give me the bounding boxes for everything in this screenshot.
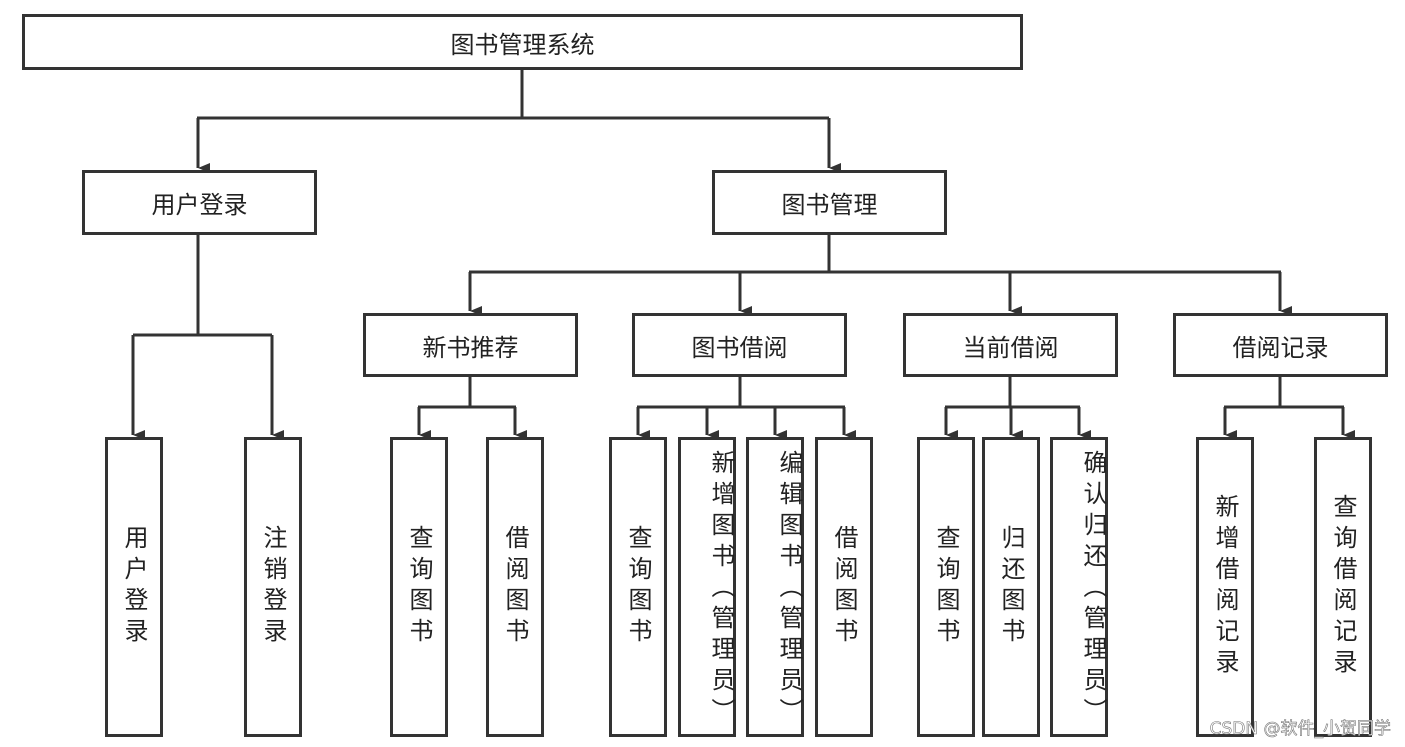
leaf-node-label: 查询借阅记录 (1329, 494, 1357, 680)
leaf-node-label: 查询图书 (405, 525, 433, 649)
leaf-node-label: 归还图书 (997, 525, 1025, 649)
leaf-node: 确认归还（管理员） (1050, 437, 1108, 737)
leaf-node: 新增借阅记录 (1196, 437, 1254, 737)
leaf-node-label: 新增图书（管理员） (707, 449, 735, 729)
level2-node: 新书推荐 (363, 313, 578, 377)
level2-node: 图书借阅 (632, 313, 847, 377)
level2-node-label: 当前借阅 (962, 333, 1059, 362)
leaf-node: 查询借阅记录 (1314, 437, 1372, 737)
leaf-node-label: 确认归还（管理员） (1079, 449, 1107, 729)
level1-node-user-login-label: 用户登录 (151, 191, 248, 219)
level2-node-label: 图书借阅 (691, 333, 788, 362)
leaf-node: 借阅图书 (486, 437, 544, 737)
leaf-node: 新增图书（管理员） (678, 437, 736, 737)
leaf-node-label: 查询图书 (932, 525, 960, 649)
leaf-node: 编辑图书（管理员） (746, 437, 804, 737)
leaf-node: 借阅图书 (815, 437, 873, 737)
leaf-node: 注销登录 (244, 437, 302, 737)
level2-node-label: 新书推荐 (422, 333, 519, 362)
watermark: CSDN @软件_小贺同学 (1209, 719, 1391, 740)
root-node-box: 图书管理系统 (22, 14, 1023, 70)
leaf-node: 查询图书 (917, 437, 975, 737)
level2-node-label: 借阅记录 (1232, 333, 1329, 362)
leaf-node: 查询图书 (390, 437, 448, 737)
leaf-node-label: 借阅图书 (830, 525, 858, 649)
leaf-node-label: 注销登录 (259, 525, 287, 649)
level2-node: 借阅记录 (1173, 313, 1388, 377)
leaf-node-label: 用户登录 (120, 525, 148, 649)
leaf-node-label: 新增借阅记录 (1211, 494, 1239, 680)
leaf-node-label: 借阅图书 (501, 525, 529, 649)
leaf-node-label: 查询图书 (624, 525, 652, 649)
root-node-label: 图书管理系统 (450, 30, 595, 59)
leaf-node: 归还图书 (982, 437, 1040, 737)
leaf-node-label: 编辑图书（管理员） (775, 449, 803, 729)
leaf-node: 用户登录 (105, 437, 163, 737)
leaf-node: 查询图书 (609, 437, 667, 737)
level1-node-book-management-label: 图书管理 (781, 191, 878, 219)
level1-node-book-management: 图书管理 (712, 170, 947, 235)
level2-node: 当前借阅 (903, 313, 1118, 377)
level1-node-user-login: 用户登录 (82, 170, 317, 235)
